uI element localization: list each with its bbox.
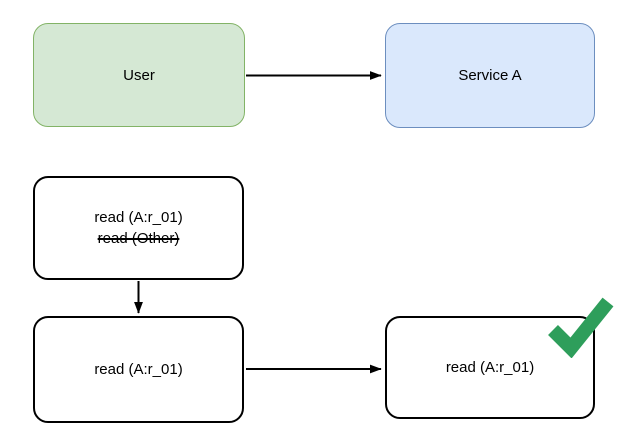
request-original-line2-struck: read (Other) [97, 230, 180, 247]
node-service-a-label: Service A [458, 67, 522, 84]
request-original-line1: read (A:r_01) [94, 209, 183, 226]
node-request-granted: read (A:r_01) [385, 316, 595, 419]
node-request-original: read (A:r_01) read (Other) [33, 176, 244, 280]
request-filtered-label: read (A:r_01) [94, 361, 183, 378]
request-granted-label: read (A:r_01) [445, 359, 535, 376]
node-request-filtered: read (A:r_01) [33, 316, 244, 423]
node-service-a: Service A [385, 23, 595, 128]
node-user-label: User [123, 66, 155, 84]
node-user: User [33, 23, 245, 127]
